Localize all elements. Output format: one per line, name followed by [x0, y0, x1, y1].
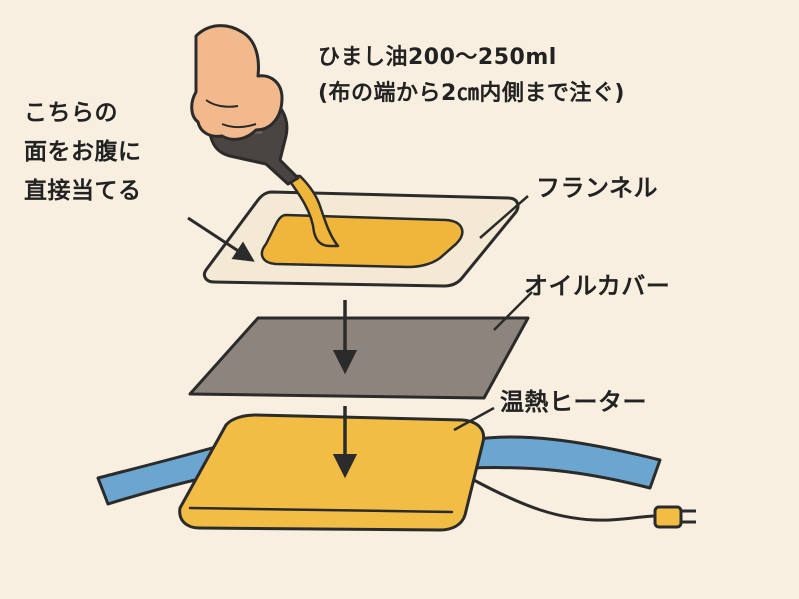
leader-line-flannel — [479, 195, 529, 239]
oil-stream — [284, 174, 340, 248]
flannel-label: フランネル — [536, 174, 659, 202]
oil-pour-note: (布の端から2㎝内側まで注ぐ) — [318, 81, 625, 106]
heater-label: 温熱ヒーター — [500, 388, 647, 416]
heater-pad — [178, 413, 486, 532]
pointer-arrow — [187, 216, 255, 262]
side-note-line1: こちらの — [24, 100, 118, 126]
side-note-line3: 直接当てる — [24, 178, 142, 204]
leader-line-heater — [453, 406, 495, 432]
oil-cover-label: オイルカバー — [524, 272, 671, 300]
oil-puddle — [260, 213, 464, 269]
oil-cover-sheet — [188, 316, 530, 400]
oil-instruction: ひまし油200〜250ml (布の端から2㎝内側まで注ぐ) — [318, 40, 625, 112]
heater-cord — [469, 476, 656, 522]
leader-line-cover — [493, 291, 533, 331]
side-note: こちらの 面をお腹に 直接当てる — [24, 94, 142, 211]
plug-icon — [653, 505, 696, 529]
heater-seam — [188, 506, 454, 514]
hand — [190, 24, 284, 141]
side-note-line2: 面をお腹に — [24, 139, 142, 165]
oil-amount-label: ひまし油200〜250ml — [318, 45, 557, 70]
